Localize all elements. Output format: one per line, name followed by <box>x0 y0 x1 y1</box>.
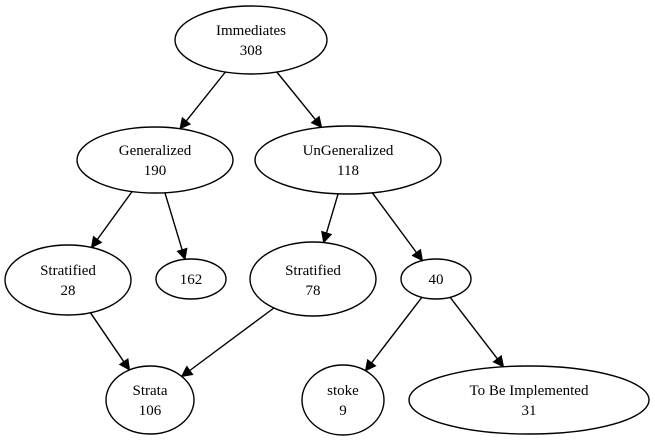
arrowhead-icon <box>179 116 192 130</box>
edge-layer <box>89 71 505 378</box>
node-to-be-implemented: To Be Implemented 31 <box>408 365 650 435</box>
arrowhead-icon <box>364 358 377 372</box>
node-strata: Strata 106 <box>105 365 195 435</box>
node-strata-name: Strata <box>133 383 168 399</box>
node-to-be-implemented-count: 31 <box>522 403 537 419</box>
edge-generalized-to-n162 <box>164 192 188 261</box>
node-ungeneralized-count: 118 <box>337 163 359 179</box>
arrowhead-icon <box>180 365 194 378</box>
node-ungeneralized-name: UnGeneralized <box>303 143 394 159</box>
edge-line <box>89 312 125 363</box>
edge-line <box>371 192 417 253</box>
node-162: 162 <box>155 258 227 300</box>
edge-n40-to-tbi <box>449 296 505 368</box>
arrowhead-icon <box>321 230 333 244</box>
node-40: 40 <box>400 258 472 300</box>
edge-line <box>325 193 339 234</box>
node-stoke-count: 9 <box>339 403 347 419</box>
node-immediates-count: 308 <box>240 43 263 59</box>
edge-line <box>185 71 226 122</box>
node-stoke-name: stoke <box>327 383 359 399</box>
edge-n40-to-stoke <box>364 296 423 372</box>
node-stratified-right-count: 78 <box>306 283 321 299</box>
node-generalized: Generalized 190 <box>76 126 234 194</box>
arrowhead-icon <box>176 247 188 261</box>
arrowhead-icon <box>411 248 424 262</box>
edge-line <box>371 296 423 364</box>
node-ungeneralized: UnGeneralized 118 <box>254 125 442 195</box>
edge-line <box>276 71 316 121</box>
arrowhead-icon <box>310 115 323 129</box>
edge-ungeneralized-to-stratified_right <box>321 193 339 244</box>
edge-generalized-to-stratified_left <box>90 191 133 249</box>
arrowhead-icon <box>90 235 103 249</box>
node-to-be-implemented-name: To Be Implemented <box>470 383 589 399</box>
node-stratified-left-name: Stratified <box>40 263 96 279</box>
node-162-name: 162 <box>180 272 203 288</box>
edge-immediates-to-ungeneralized <box>276 71 323 129</box>
node-stratified-right: Stratified 78 <box>249 241 377 317</box>
edge-line <box>96 191 133 240</box>
edge-line <box>164 192 183 250</box>
node-strata-count: 106 <box>139 403 162 419</box>
node-stoke: stoke 9 <box>301 364 385 436</box>
node-generalized-count: 190 <box>144 163 167 179</box>
arrowhead-icon <box>492 354 505 368</box>
node-stratified-right-name: Stratified <box>285 263 341 279</box>
node-generalized-name: Generalized <box>119 143 192 159</box>
node-immediates-name: Immediates <box>216 23 286 39</box>
edge-line <box>449 296 498 360</box>
arrowhead-icon <box>118 358 131 371</box>
node-immediates: Immediates 308 <box>174 5 328 75</box>
node-stratified-left-count: 28 <box>61 283 76 299</box>
node-40-name: 40 <box>429 272 444 288</box>
edge-line <box>189 307 275 372</box>
edge-ungeneralized-to-n40 <box>371 192 424 262</box>
edge-stratified_right-to-strata <box>180 307 275 378</box>
edge-stratified_left-to-strata <box>89 312 131 371</box>
edge-immediates-to-generalized <box>179 71 226 130</box>
node-stratified-left: Stratified 28 <box>4 244 132 316</box>
